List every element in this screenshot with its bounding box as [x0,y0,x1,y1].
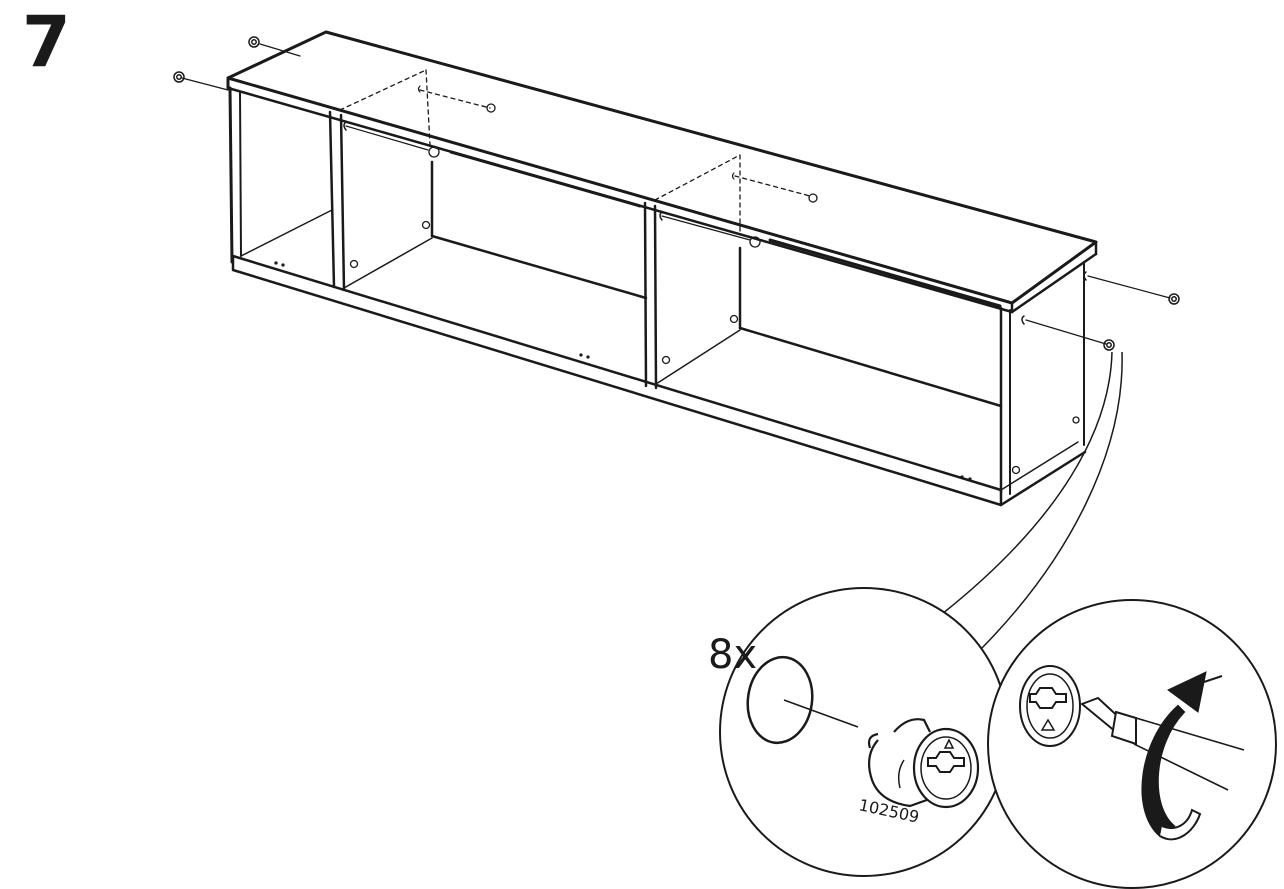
divider-middle [643,201,658,390]
rear-edges [343,150,1003,408]
hidden-dowels [339,69,811,233]
screwdriver-icon [1080,696,1245,791]
left-side-panel [228,86,242,264]
shelf-unit [173,30,1180,507]
cam-lock-fitting-icon [867,718,980,809]
divider-left [328,110,346,292]
bottom-panel [231,209,1087,507]
cam-lock-fitting-icon [1168,293,1180,305]
loose-cam-locks [173,36,1180,351]
top-panel [226,30,1098,314]
insertion-lines [181,43,1171,345]
quantity-label: 8x [708,632,757,678]
detail-callout-insert: 102509 [719,587,1009,877]
cam-lock-fitting-icon [1019,665,1081,747]
right-side-panel [999,261,1085,495]
cam-lock-fitting-icon [173,71,185,83]
callout-leaders [941,351,1123,653]
cam-lock-fitting-icon [1103,339,1115,351]
step-number: 7 [22,1,71,83]
detail-callout-tighten [987,599,1277,889]
body-fasteners [274,85,1087,481]
cam-lock-fitting-icon [248,36,260,48]
clockwise-rotation-arrow-icon [1141,671,1223,841]
